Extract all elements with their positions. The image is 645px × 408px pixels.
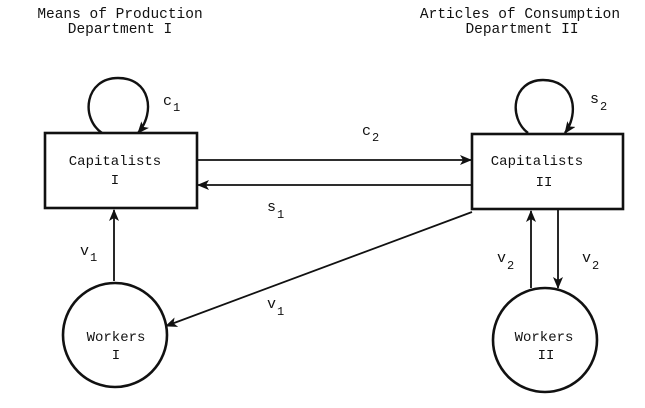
node-capitalists-1-numeral: I [111,173,119,189]
node-capitalists-1: Capitalists I [43,131,199,210]
node-workers-2: Workers II [491,286,599,394]
node-workers-1: Workers I [61,281,169,389]
header-right-line1: Articles of Consumption [420,7,620,23]
node-capitalists-2-box [470,132,625,211]
node-workers-2-label: Workers [515,330,574,346]
node-capitalists-2: Capitalists II [470,132,625,211]
node-workers-2-numeral: II [538,348,555,364]
node-capitalists-1-box [43,131,199,210]
node-capitalists-2-numeral: II [536,175,553,191]
edge-c1-loop [87,76,150,134]
edge-v1-up-label: v1 [80,243,97,265]
edge-c1-label: c1 [163,93,180,115]
node-workers-1-circle [61,281,169,389]
edge-s2-loop [514,78,576,134]
edge-v1-diag-label: v1 [267,296,284,319]
header-right-line2: Department II [465,22,578,38]
node-workers-1-label: Workers [87,330,146,346]
edge-v2-down-label: v2 [582,250,599,273]
node-capitalists-1-label: Capitalists [69,154,161,170]
header-left-line1: Means of Production [37,7,202,23]
node-workers-2-circle [491,286,599,394]
edge-v2-up-label: v2 [497,250,514,273]
node-workers-1-numeral: I [112,348,120,364]
node-capitalists-2-label: Capitalists [491,154,583,170]
edge-s1-label: s1 [267,199,284,222]
edge-s2-label: s2 [590,91,607,114]
edge-v1-diag [165,211,473,327]
edge-c2-label: c2 [362,123,379,145]
header-left-line2: Department I [68,22,172,38]
